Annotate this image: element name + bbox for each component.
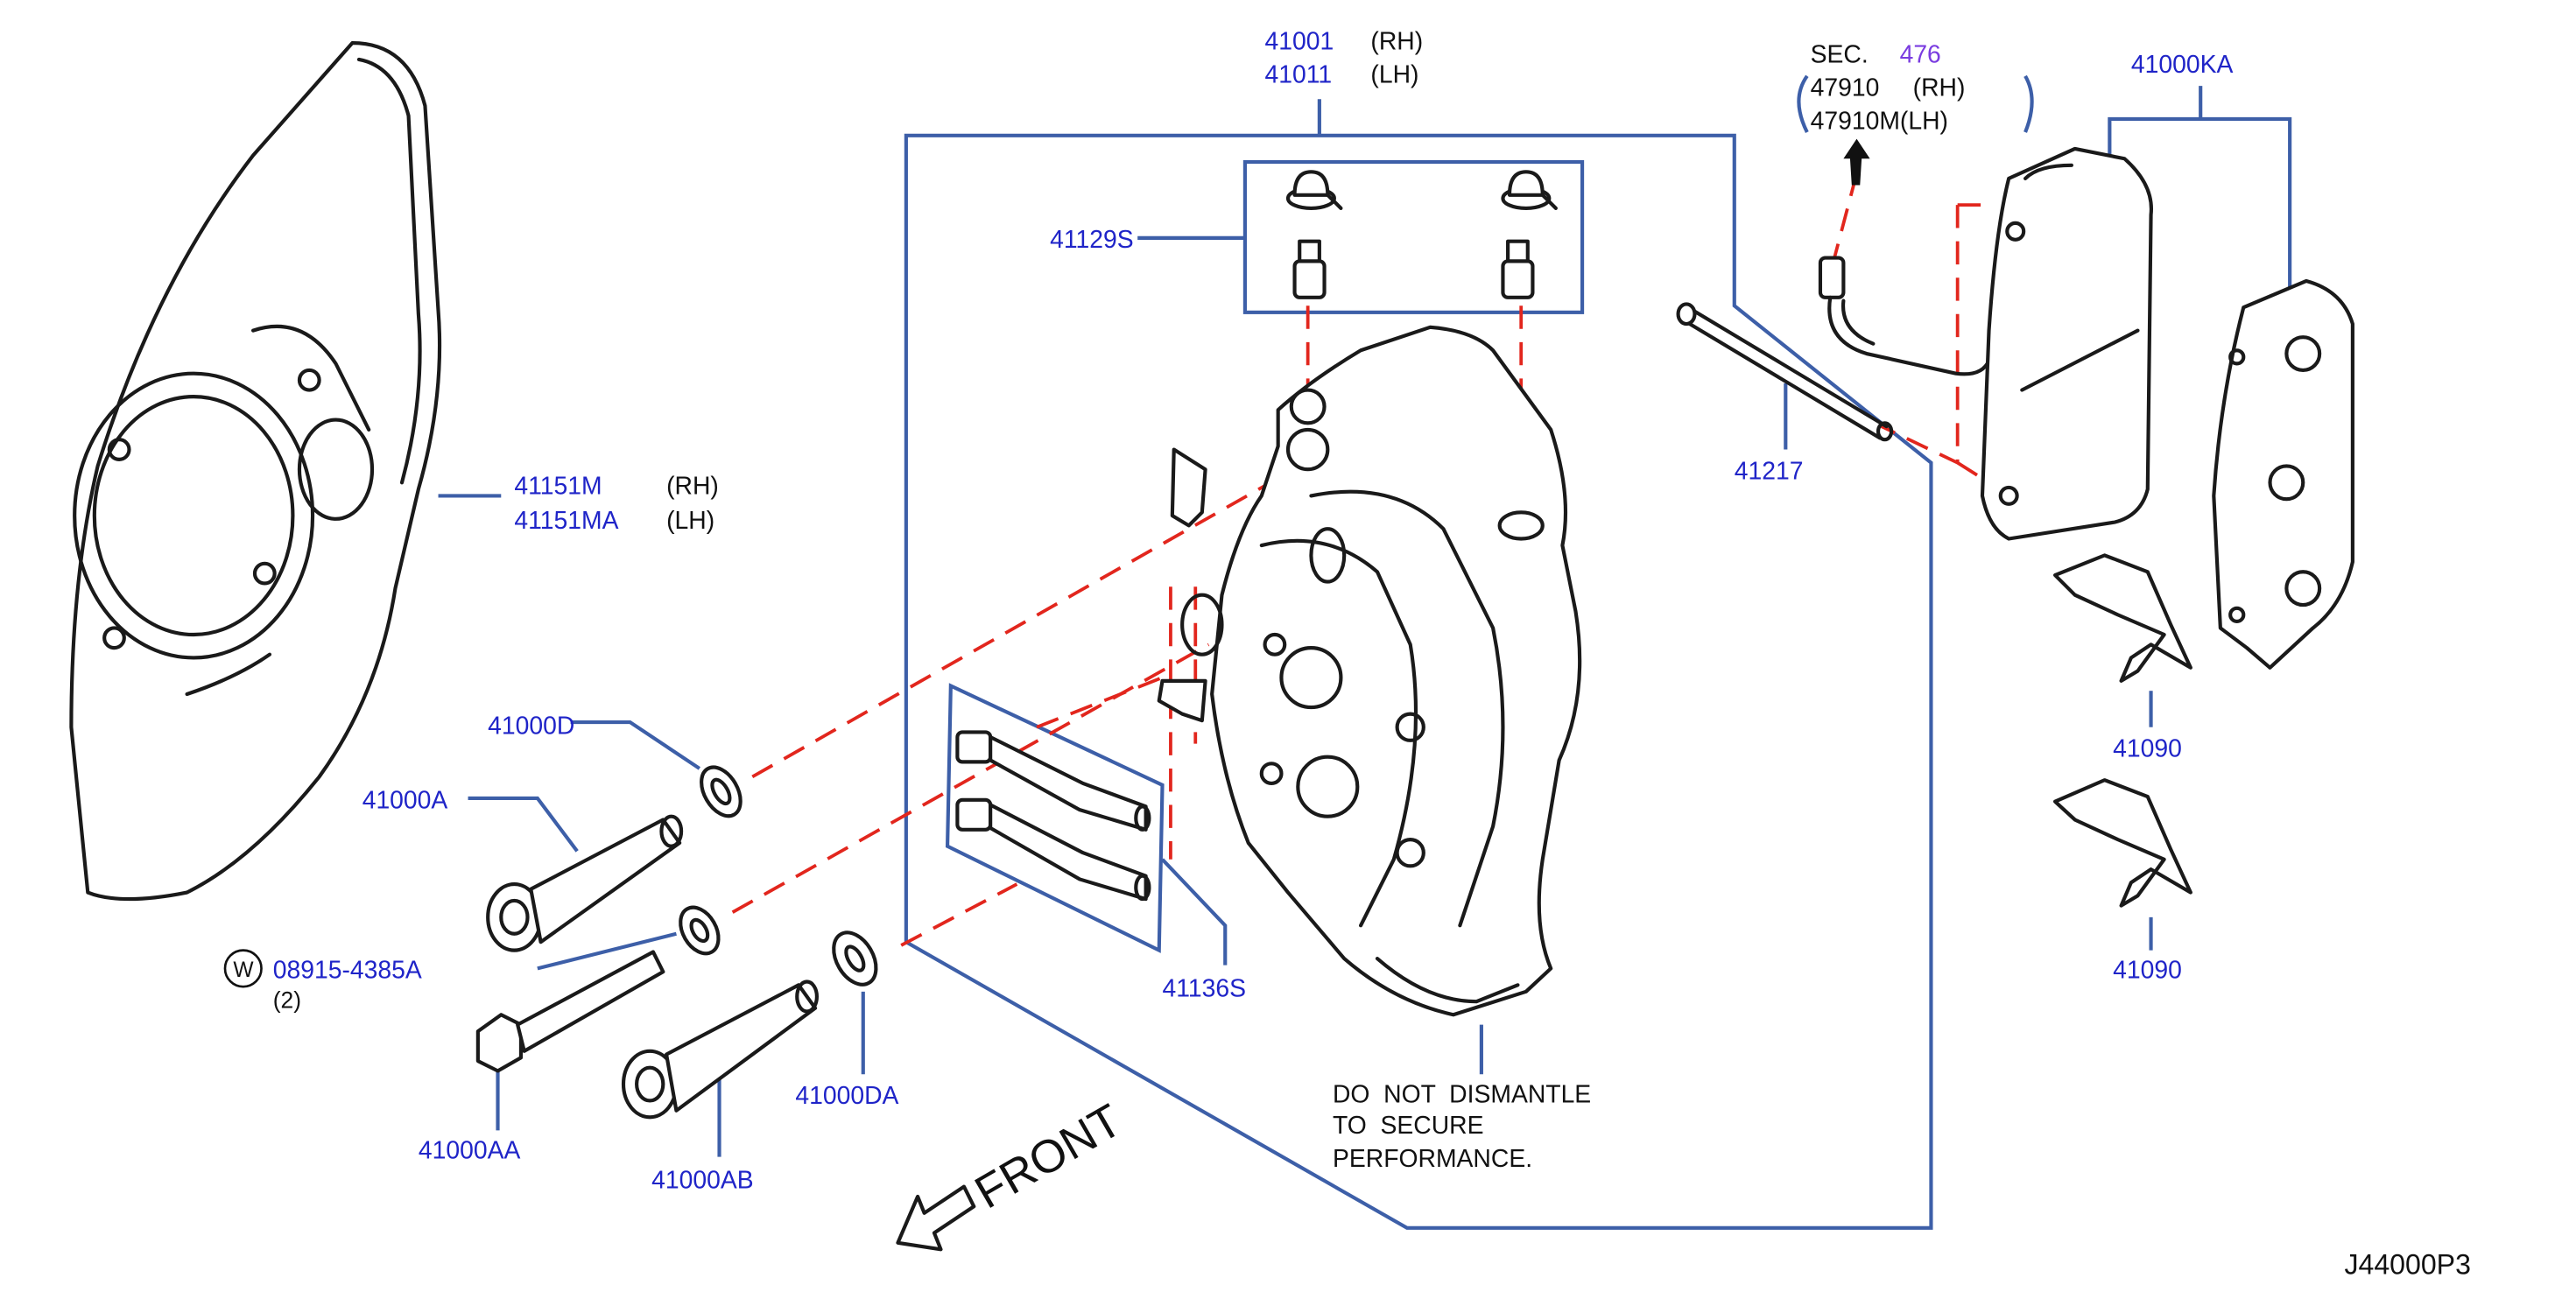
callout-caliper-rh[interactable]: 41001	[1265, 28, 1334, 56]
callout-baffle-lh[interactable]: 41151MA	[514, 507, 618, 535]
callout-bolt-ab[interactable]: 41000AB	[651, 1167, 754, 1195]
brake-pad-outer	[2212, 278, 2354, 670]
sec-link[interactable]: 476	[1900, 41, 1941, 69]
pad-pin	[1676, 302, 1894, 442]
brake-caliper	[1157, 325, 1582, 1017]
callout-caliper-lh-side: (LH)	[1370, 60, 1418, 88]
callout-spring-lower[interactable]: 41090	[2113, 957, 2182, 985]
arrow-front-icon	[896, 1184, 976, 1252]
callout-sensor-rh-side: (RH)	[1913, 74, 1966, 102]
slide-pins	[955, 730, 1151, 902]
bolt-a	[486, 814, 684, 952]
pin-kit-box	[945, 683, 1165, 953]
washer-da	[832, 930, 878, 987]
callout-bolt-a[interactable]: 41000A	[362, 786, 448, 814]
sec-label: SEC.	[1811, 41, 1869, 69]
note-line-3: PERFORMANCE.	[1333, 1145, 1532, 1173]
anti-rattle-spring-upper	[2052, 553, 2192, 683]
callout-washer-spec[interactable]: 08915-4385A	[273, 957, 422, 985]
washer-spec	[679, 905, 721, 956]
callout-bolt-aa[interactable]: 41000AA	[419, 1137, 521, 1165]
callout-pad-pin[interactable]: 41217	[1735, 458, 1804, 486]
callout-baffle-lh-side: (LH)	[666, 507, 714, 535]
washer-spec-qty: (2)	[273, 987, 301, 1014]
wear-sensor	[1818, 256, 1991, 376]
bolt-aa	[475, 950, 665, 1073]
front-label: FRONT	[967, 1094, 1130, 1218]
anti-rattle-spring-lower	[2052, 778, 2192, 908]
washer-d	[700, 765, 743, 818]
slide-pin-lower	[955, 797, 1151, 902]
caliper-assembly-frame	[904, 99, 1933, 1230]
bleeder-screws	[1285, 170, 1558, 299]
leader-lines	[438, 74, 2292, 1230]
callout-spring-upper[interactable]: 41090	[2113, 735, 2182, 763]
washer-spec-symbol: W	[233, 958, 254, 982]
callout-sensor-lh: 47910M(LH)	[1811, 107, 1948, 135]
callout-washer-da[interactable]: 41000DA	[795, 1082, 898, 1110]
callout-caliper-lh[interactable]: 41011	[1265, 60, 1333, 88]
bleeder-screw-right	[1501, 239, 1535, 299]
arrow-up-icon	[1843, 138, 1870, 186]
note-line-1: DO NOT DISMANTLE	[1333, 1080, 1591, 1108]
assembly-centerlines	[731, 172, 1990, 947]
callout-pin-kit[interactable]: 41136S	[1163, 974, 1247, 1002]
callout-washer-d[interactable]: 41000D	[488, 712, 574, 740]
front-direction-arrow: FRONT	[896, 1094, 1130, 1252]
brake-dust-shield	[69, 41, 442, 902]
bolt-ab	[621, 980, 819, 1120]
callout-baffle-rh[interactable]: 41151M	[514, 473, 602, 501]
callout-sensor-rh: 47910	[1811, 74, 1880, 102]
callout-labels: 41001 (RH) 41011 (LH) SEC. 476 47910 (RH…	[223, 28, 2471, 1281]
note-line-2: TO SECURE	[1333, 1112, 1484, 1140]
washer-spec-symbol-ring	[223, 949, 263, 988]
diagram-code: J44000P3	[2344, 1249, 2470, 1281]
callout-caliper-rh-side: (RH)	[1370, 28, 1423, 56]
bleeder-cap-right	[1501, 170, 1558, 210]
bleeder-cap-left	[1285, 170, 1343, 210]
callout-bleeder-kit[interactable]: 41129S	[1050, 226, 1134, 254]
bleeder-screw-left	[1292, 239, 1327, 299]
brake-pad-inner	[1980, 146, 2154, 541]
slide-pin-upper	[955, 730, 1151, 832]
callout-baffle-rh-side: (RH)	[666, 473, 719, 501]
callout-pad-kit[interactable]: 41000KA	[2131, 51, 2234, 79]
